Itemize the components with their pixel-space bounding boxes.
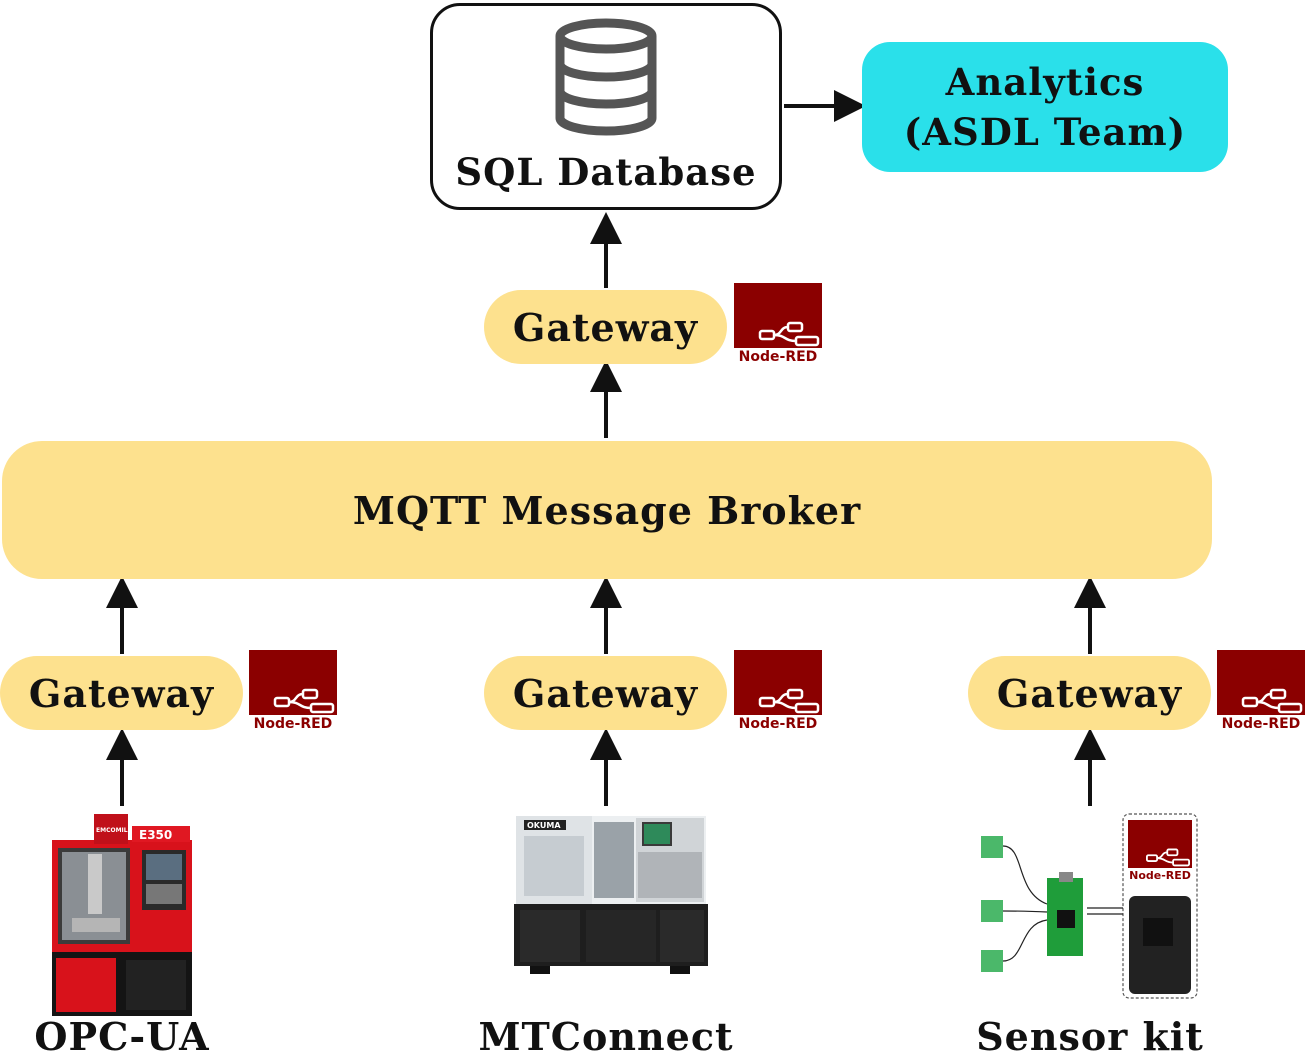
okuma-lathe-image: OKUMA: [514, 816, 708, 974]
node-red-logo-center: Node-RED: [734, 650, 822, 734]
database-label: SQL Database: [455, 150, 757, 194]
sensor-kit-image: [981, 813, 1198, 999]
node-red-label: Node-RED: [738, 349, 818, 365]
node-red-label: Node-RED: [1221, 716, 1301, 732]
node-red-label: Node-RED: [738, 716, 818, 732]
gateway-right-label: Gateway: [996, 670, 1183, 716]
gateway-center: Gateway: [484, 656, 727, 730]
analytics-title: Analytics: [945, 60, 1145, 104]
gateway-top: Gateway: [484, 290, 727, 364]
emco-brand-text: EMCOMILL: [96, 827, 132, 834]
node-red-icon: [758, 688, 820, 714]
node-red-icon: [1241, 688, 1303, 714]
emco-mill-image: E350 EMCOMILL: [52, 814, 192, 1016]
okuma-brand-text: OKUMA: [527, 821, 561, 830]
database-icon: [555, 18, 657, 136]
node-red-label: Node-RED: [1129, 869, 1191, 882]
gateway-top-label: Gateway: [512, 304, 699, 350]
analytics-box: Analytics (ASDL Team): [862, 42, 1228, 172]
node-red-icon: [758, 321, 820, 347]
analytics-team: (ASDL Team): [903, 110, 1187, 154]
emco-model-text: E350: [139, 828, 172, 842]
node-red-icon: [1146, 848, 1190, 867]
gateway-left: Gateway: [0, 656, 243, 730]
source-label-opcua: OPC-UA: [34, 1014, 210, 1059]
source-label-mtconnect: MTConnect: [478, 1014, 734, 1059]
node-red-logo-top: Node-RED: [734, 283, 822, 367]
sensor-modules: [981, 836, 1003, 972]
node-red-logo-sensor: Node-RED: [1128, 820, 1192, 904]
gateway-left-label: Gateway: [28, 670, 215, 716]
source-label-sensor: Sensor kit: [976, 1014, 1204, 1059]
node-red-icon: [273, 688, 335, 714]
node-red-logo-left: Node-RED: [249, 650, 337, 734]
mqtt-broker: MQTT Message Broker: [2, 441, 1212, 579]
node-red-label: Node-RED: [253, 716, 333, 732]
broker-label: MQTT Message Broker: [352, 487, 862, 533]
gateway-right: Gateway: [968, 656, 1211, 730]
sql-database-box: [430, 3, 782, 210]
node-red-logo-right: Node-RED: [1217, 650, 1305, 734]
gateway-center-label: Gateway: [512, 670, 699, 716]
